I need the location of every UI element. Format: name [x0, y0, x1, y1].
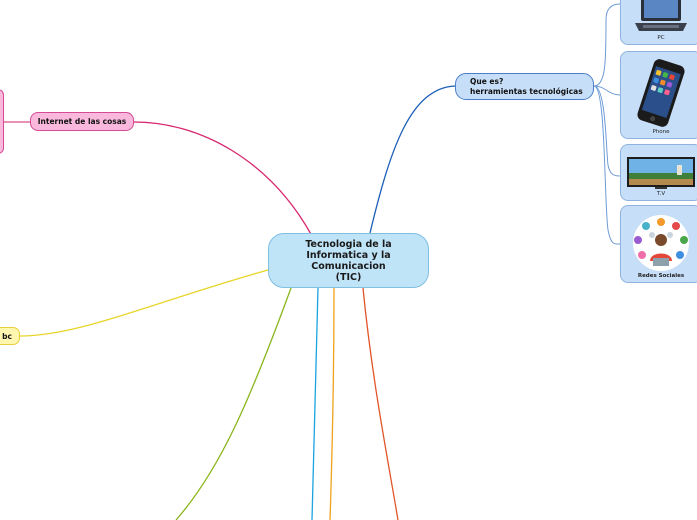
central-topic[interactable]: Tecnologia de la Informatica y la Comuni…	[268, 233, 429, 288]
card-pc-caption: PC	[657, 35, 665, 41]
card-redes-caption: Redes Sociales	[637, 273, 685, 279]
link-yellow	[19, 269, 269, 337]
tv-icon	[627, 157, 695, 189]
topic-que-es[interactable]: Que es? herramientas tecnológicas	[455, 73, 594, 100]
link-card-redes	[593, 85, 621, 245]
topic-internet-de-las-cosas[interactable]: Internet de las cosas	[30, 112, 134, 131]
card-redes-sociales[interactable]: Redes Sociales	[620, 205, 697, 283]
card-tv[interactable]: T.V	[620, 144, 697, 201]
topic-internet-child[interactable]	[0, 89, 4, 154]
link-card-pc	[593, 3, 621, 87]
card-phone-caption: Phone	[652, 129, 670, 135]
link-red	[362, 287, 399, 520]
smartphone-icon	[637, 59, 685, 127]
link-card-phone	[593, 85, 621, 96]
link-internet	[133, 121, 313, 237]
card-tv-caption: T.V	[656, 191, 666, 197]
topic-yellow-partial[interactable]: bc	[0, 327, 20, 345]
link-cyan	[311, 287, 319, 520]
link-orange	[329, 287, 335, 520]
social-network-icon	[633, 215, 689, 271]
link-que-es	[369, 85, 456, 234]
laptop-icon	[635, 0, 687, 31]
link-card-tv	[593, 85, 621, 177]
link-green	[175, 287, 292, 520]
card-phone[interactable]: Phone	[620, 51, 697, 139]
card-pc[interactable]: PC	[620, 0, 697, 45]
